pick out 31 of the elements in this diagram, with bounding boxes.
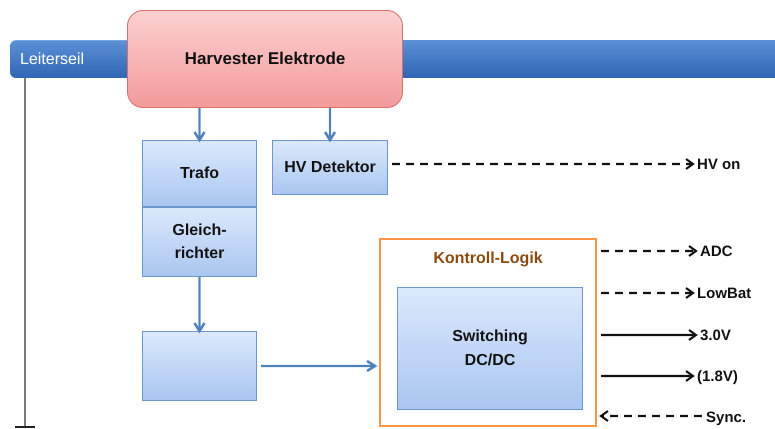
signal-label: ADC <box>700 242 732 260</box>
signal-label: Sync. <box>706 408 746 426</box>
box-label: Harvester Elektrode <box>184 48 346 70</box>
arrow <box>601 286 694 300</box>
empty-box <box>142 331 257 401</box>
process-box <box>397 287 583 410</box>
arrow <box>193 108 206 142</box>
process-box <box>142 140 257 207</box>
signal-label: (1.8V) <box>697 368 738 384</box>
process-box <box>142 207 257 277</box>
signal-label: 3.0V <box>700 326 731 344</box>
arrow <box>601 328 698 342</box>
rail-label: Leiterseil <box>20 50 84 68</box>
process-box <box>272 140 388 195</box>
arrow <box>193 277 206 332</box>
box-label: Switching DC/DC <box>451 327 529 370</box>
group-title: Kontroll-Logik <box>433 250 543 269</box>
arrow <box>261 360 376 372</box>
arrow <box>601 244 698 258</box>
logic-group-box <box>379 238 597 427</box>
signal-label: LowBat <box>697 284 752 302</box>
signal-label: HV on <box>697 156 740 172</box>
conductor-rail <box>10 40 127 78</box>
arrow <box>392 158 694 170</box>
arrow <box>601 370 694 382</box>
box-label: Gleich- richter <box>171 220 228 264</box>
box-label: HV Detektor <box>284 158 376 178</box>
arrow <box>324 108 336 142</box>
arrow <box>600 410 702 422</box>
electrode-box <box>127 10 403 108</box>
box-label: Trafo <box>180 164 220 184</box>
